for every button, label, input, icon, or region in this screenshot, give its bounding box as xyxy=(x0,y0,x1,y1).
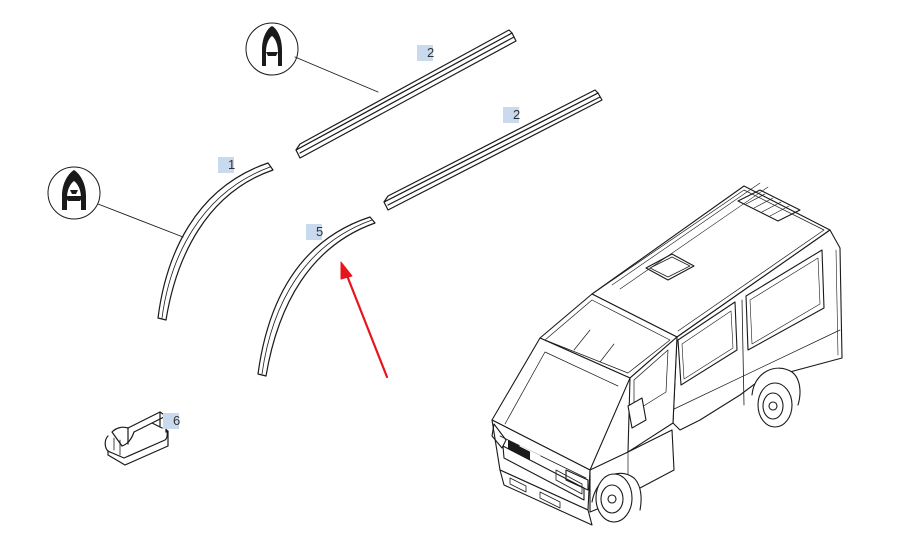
curved-strip-5 xyxy=(257,216,376,377)
clip-icon xyxy=(104,411,169,466)
callout-label: 2 xyxy=(427,45,435,60)
leader-line xyxy=(294,56,379,93)
callout-label: 1 xyxy=(228,157,236,172)
leader-line xyxy=(97,203,184,238)
roof-strip-lower xyxy=(383,89,603,211)
seal-profile-icon xyxy=(47,166,101,220)
seal-profile-icon xyxy=(245,22,299,76)
callout-part-2[interactable]: 2 xyxy=(417,45,435,61)
red-arrow-icon xyxy=(340,261,389,379)
callout-part-2[interactable]: 2 xyxy=(503,107,521,123)
callout-label: 6 xyxy=(173,413,181,428)
callout-label: 5 xyxy=(316,224,324,239)
callout-label: 2 xyxy=(513,107,521,122)
roof-strip-upper xyxy=(295,29,517,159)
callout-part-5[interactable]: 5 xyxy=(306,224,324,240)
curved-strip-1 xyxy=(157,162,274,321)
van-icon xyxy=(491,182,843,526)
callout-part-1[interactable]: 1 xyxy=(218,157,236,173)
callout-part-6[interactable]: 6 xyxy=(163,413,181,429)
